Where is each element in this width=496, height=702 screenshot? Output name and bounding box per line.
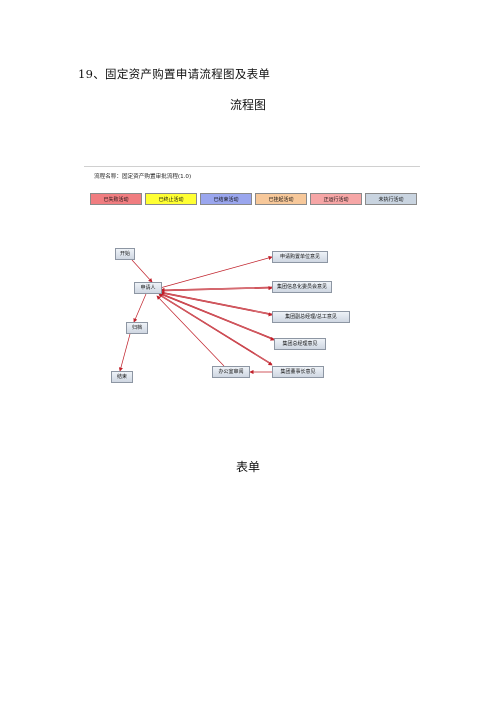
node-group-gm: 集团总经理意见 xyxy=(274,338,326,350)
form-caption: 表单 xyxy=(235,460,260,474)
legend-terminated: 已终止活动 xyxy=(145,193,197,205)
edge-applicant-it xyxy=(160,285,273,292)
legend-failed: 已失败活动 xyxy=(90,193,142,205)
edge-archive-end xyxy=(118,333,131,372)
edge-office-applicant xyxy=(156,295,225,367)
section-heading: 19、固定资产购置申请流程图及表单 xyxy=(78,67,271,81)
flowchart-caption: 流程图 xyxy=(229,98,266,112)
node-applicant: 申请人 xyxy=(134,282,162,294)
node-office: 办公室审阅 xyxy=(212,366,250,378)
legend-finished: 已结束活动 xyxy=(200,193,252,205)
edge-deputy-applicant xyxy=(160,290,273,315)
edge-board-applicant xyxy=(158,293,273,365)
edge-applicant-dept xyxy=(159,255,273,289)
node-start: 开始 xyxy=(115,248,135,260)
node-archive: 归档 xyxy=(126,322,148,334)
legend-running: 正运行活动 xyxy=(310,193,362,205)
edge-applicant-board xyxy=(158,294,273,366)
node-group-deputy: 集团副总经理/总工意见 xyxy=(272,311,350,323)
edge-start-applicant xyxy=(131,259,153,283)
edge-applicant-archive xyxy=(133,293,147,323)
node-group-it: 集团信息化委员会意见 xyxy=(272,281,332,293)
node-end: 结束 xyxy=(111,371,133,383)
flow-name: 流程名称：固定资产购置审批流程(1.0) xyxy=(94,174,192,180)
figure-divider xyxy=(84,166,420,167)
legend-pending: 未执行活动 xyxy=(365,193,417,205)
node-dept-opinion: 申请购置单位意见 xyxy=(272,251,328,263)
flow-edges xyxy=(118,255,275,375)
edge-applicant-gm xyxy=(159,293,275,341)
edge-gm-applicant xyxy=(159,292,275,340)
edge-applicant-deputy xyxy=(160,292,273,317)
legend-suspended: 已挂起活动 xyxy=(255,193,307,205)
node-group-board: 集团董事长意见 xyxy=(272,366,324,378)
edge-it-applicant xyxy=(160,286,273,293)
flowchart-figure: 流程名称：固定资产购置审批流程(1.0) 已失败活动 已终止活动 已结束活动 已… xyxy=(84,166,420,398)
